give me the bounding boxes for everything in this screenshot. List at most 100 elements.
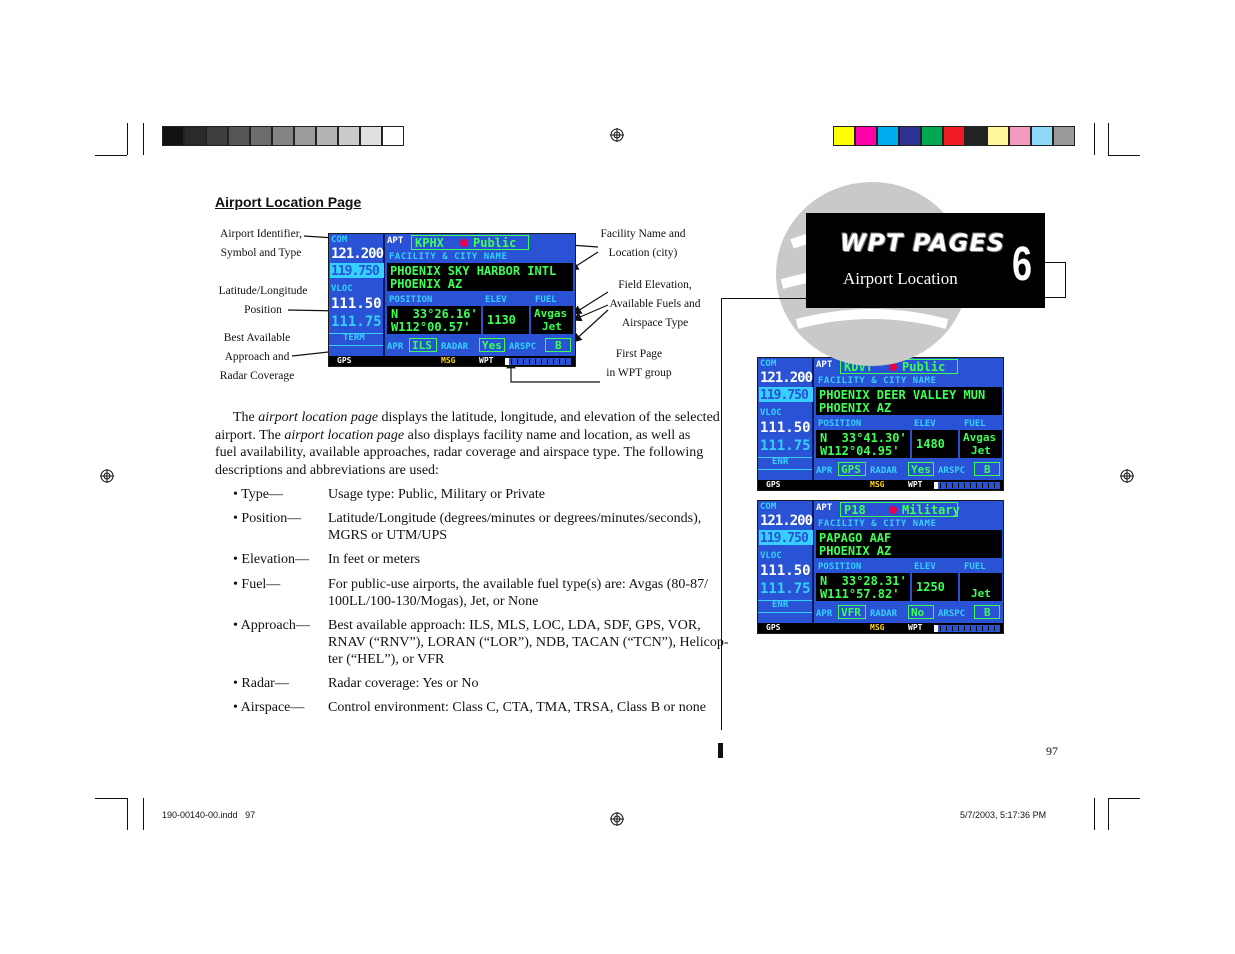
intro-text: airport. The xyxy=(215,427,285,443)
longitude: W112°04.95' xyxy=(820,444,900,458)
airport-symbol-icon xyxy=(889,506,897,514)
com-label: COM xyxy=(331,235,348,245)
callout-best-approach: Best Available Approach and Radar Covera… xyxy=(202,329,312,386)
longitude: W111°57.82' xyxy=(820,587,900,601)
identifier: P18 xyxy=(844,503,866,517)
gray-swatch xyxy=(228,126,250,146)
definition-term: • Fuel— xyxy=(233,577,281,592)
intro-line: fuel availability, available approaches,… xyxy=(215,445,704,460)
definition-text: Radar coverage: Yes or No xyxy=(328,676,479,691)
airspace: B xyxy=(545,338,571,352)
color-swatch xyxy=(965,126,987,146)
crop-mark xyxy=(1108,123,1109,155)
latitude: N 33°28.31' xyxy=(820,574,907,588)
facility-box xyxy=(387,263,573,291)
facility-name: PHOENIX SKY HARBOR INTL xyxy=(390,264,557,278)
position-box xyxy=(387,306,481,334)
color-swatch xyxy=(1031,126,1053,146)
page-indicator-current xyxy=(505,358,509,365)
mode-label: TERM xyxy=(343,333,365,343)
status-gps: GPS xyxy=(337,356,352,365)
chapter-title: WPT PAGES xyxy=(840,229,1006,257)
status-gps: GPS xyxy=(766,480,781,489)
radar: Yes xyxy=(908,462,934,476)
definition-term: • Position— xyxy=(233,511,302,526)
facility-label: FACILITY & CITY NAME xyxy=(818,519,937,529)
com-label: COM xyxy=(760,359,777,369)
com-standby-box xyxy=(330,263,384,278)
airport-type: Public xyxy=(473,236,517,250)
radar: Yes xyxy=(479,338,505,352)
page-indicator xyxy=(934,482,1000,489)
status-msg: MSG xyxy=(870,480,885,489)
fuel-1: Avgas xyxy=(534,307,568,320)
footer-timestamp: 5/7/2003, 5:17:36 PM xyxy=(960,810,1047,820)
fuel-2: Jet xyxy=(971,444,991,457)
callout-line: Position xyxy=(244,304,282,316)
latitude: N 33°41.30' xyxy=(820,431,907,445)
facility-box xyxy=(816,387,1002,415)
status-wpt: WPT xyxy=(908,480,923,489)
position-label: POSITION xyxy=(389,295,433,305)
mode-label: ENR xyxy=(772,457,789,467)
callout-line: Best Available xyxy=(223,332,291,344)
arspc-label: ARSPC xyxy=(509,342,537,352)
arspc-label: ARSPC xyxy=(938,466,966,476)
mode-label: ENR xyxy=(772,600,789,610)
status-bar xyxy=(758,480,1003,490)
chapter-rule xyxy=(721,298,807,299)
color-swatch xyxy=(1053,126,1075,146)
callout-line: Airport Identifier, xyxy=(220,228,302,240)
apr-label: APR xyxy=(816,609,833,619)
crop-mark xyxy=(1108,155,1140,156)
facility-box xyxy=(816,530,1002,558)
status-gps: GPS xyxy=(766,623,781,632)
definition-text: In feet or meters xyxy=(328,552,421,567)
vloc-active: 111.50 xyxy=(331,296,382,312)
identifier: KPHX xyxy=(415,236,444,250)
position-label: POSITION xyxy=(818,562,862,572)
gray-swatch xyxy=(184,126,206,146)
fuel-2: Jet xyxy=(971,587,991,600)
airport-symbol-icon xyxy=(460,239,468,247)
gray-swatch xyxy=(162,126,184,146)
callout-line: Radar Coverage xyxy=(219,370,295,382)
apt-label: APT xyxy=(816,360,833,370)
fuel-label: FUEL xyxy=(535,295,557,305)
gray-swatch xyxy=(250,126,272,146)
arspc-label: ARSPC xyxy=(938,609,966,619)
color-swatch xyxy=(855,126,877,146)
registration-mark-icon xyxy=(610,128,624,142)
airport-symbol-icon xyxy=(889,363,897,371)
intro-italic: airport location page xyxy=(258,410,379,425)
gray-swatch xyxy=(272,126,294,146)
intro-line: descriptions and abbreviations are used: xyxy=(215,462,439,478)
gray-swatch xyxy=(382,126,404,146)
page-number: 97 xyxy=(1046,744,1058,758)
airspace: B xyxy=(974,462,1000,476)
elevation: 1130 xyxy=(487,313,516,327)
section-title: Airport Location Page xyxy=(215,194,362,210)
com-standby-box xyxy=(759,387,813,402)
callout-line: Airspace Type xyxy=(621,317,689,329)
definition-text: Usage type: Public, Military or Private xyxy=(328,487,545,502)
definition-text: ter (“HEL”), or VFR xyxy=(328,652,445,667)
mode-box xyxy=(758,600,812,613)
com-standby: 119.750 xyxy=(760,531,809,546)
crop-mark xyxy=(143,123,144,155)
crop-mark xyxy=(1094,798,1095,830)
vloc-standby: 111.75 xyxy=(331,314,382,330)
intro-italic: airport location page xyxy=(284,427,405,443)
airspace: B xyxy=(974,605,1000,619)
definition-text: 100LL/100-130/Mogas), Jet, or None xyxy=(328,594,539,609)
callout-line: Symbol and Type xyxy=(220,247,302,259)
callout-line: Field Elevation, xyxy=(618,279,692,291)
crop-mark xyxy=(95,798,127,799)
elevation-box xyxy=(912,573,958,601)
callout-line: First Page xyxy=(615,348,663,360)
color-swatch xyxy=(943,126,965,146)
radio-panel xyxy=(758,501,814,633)
position-label: POSITION xyxy=(818,419,862,429)
